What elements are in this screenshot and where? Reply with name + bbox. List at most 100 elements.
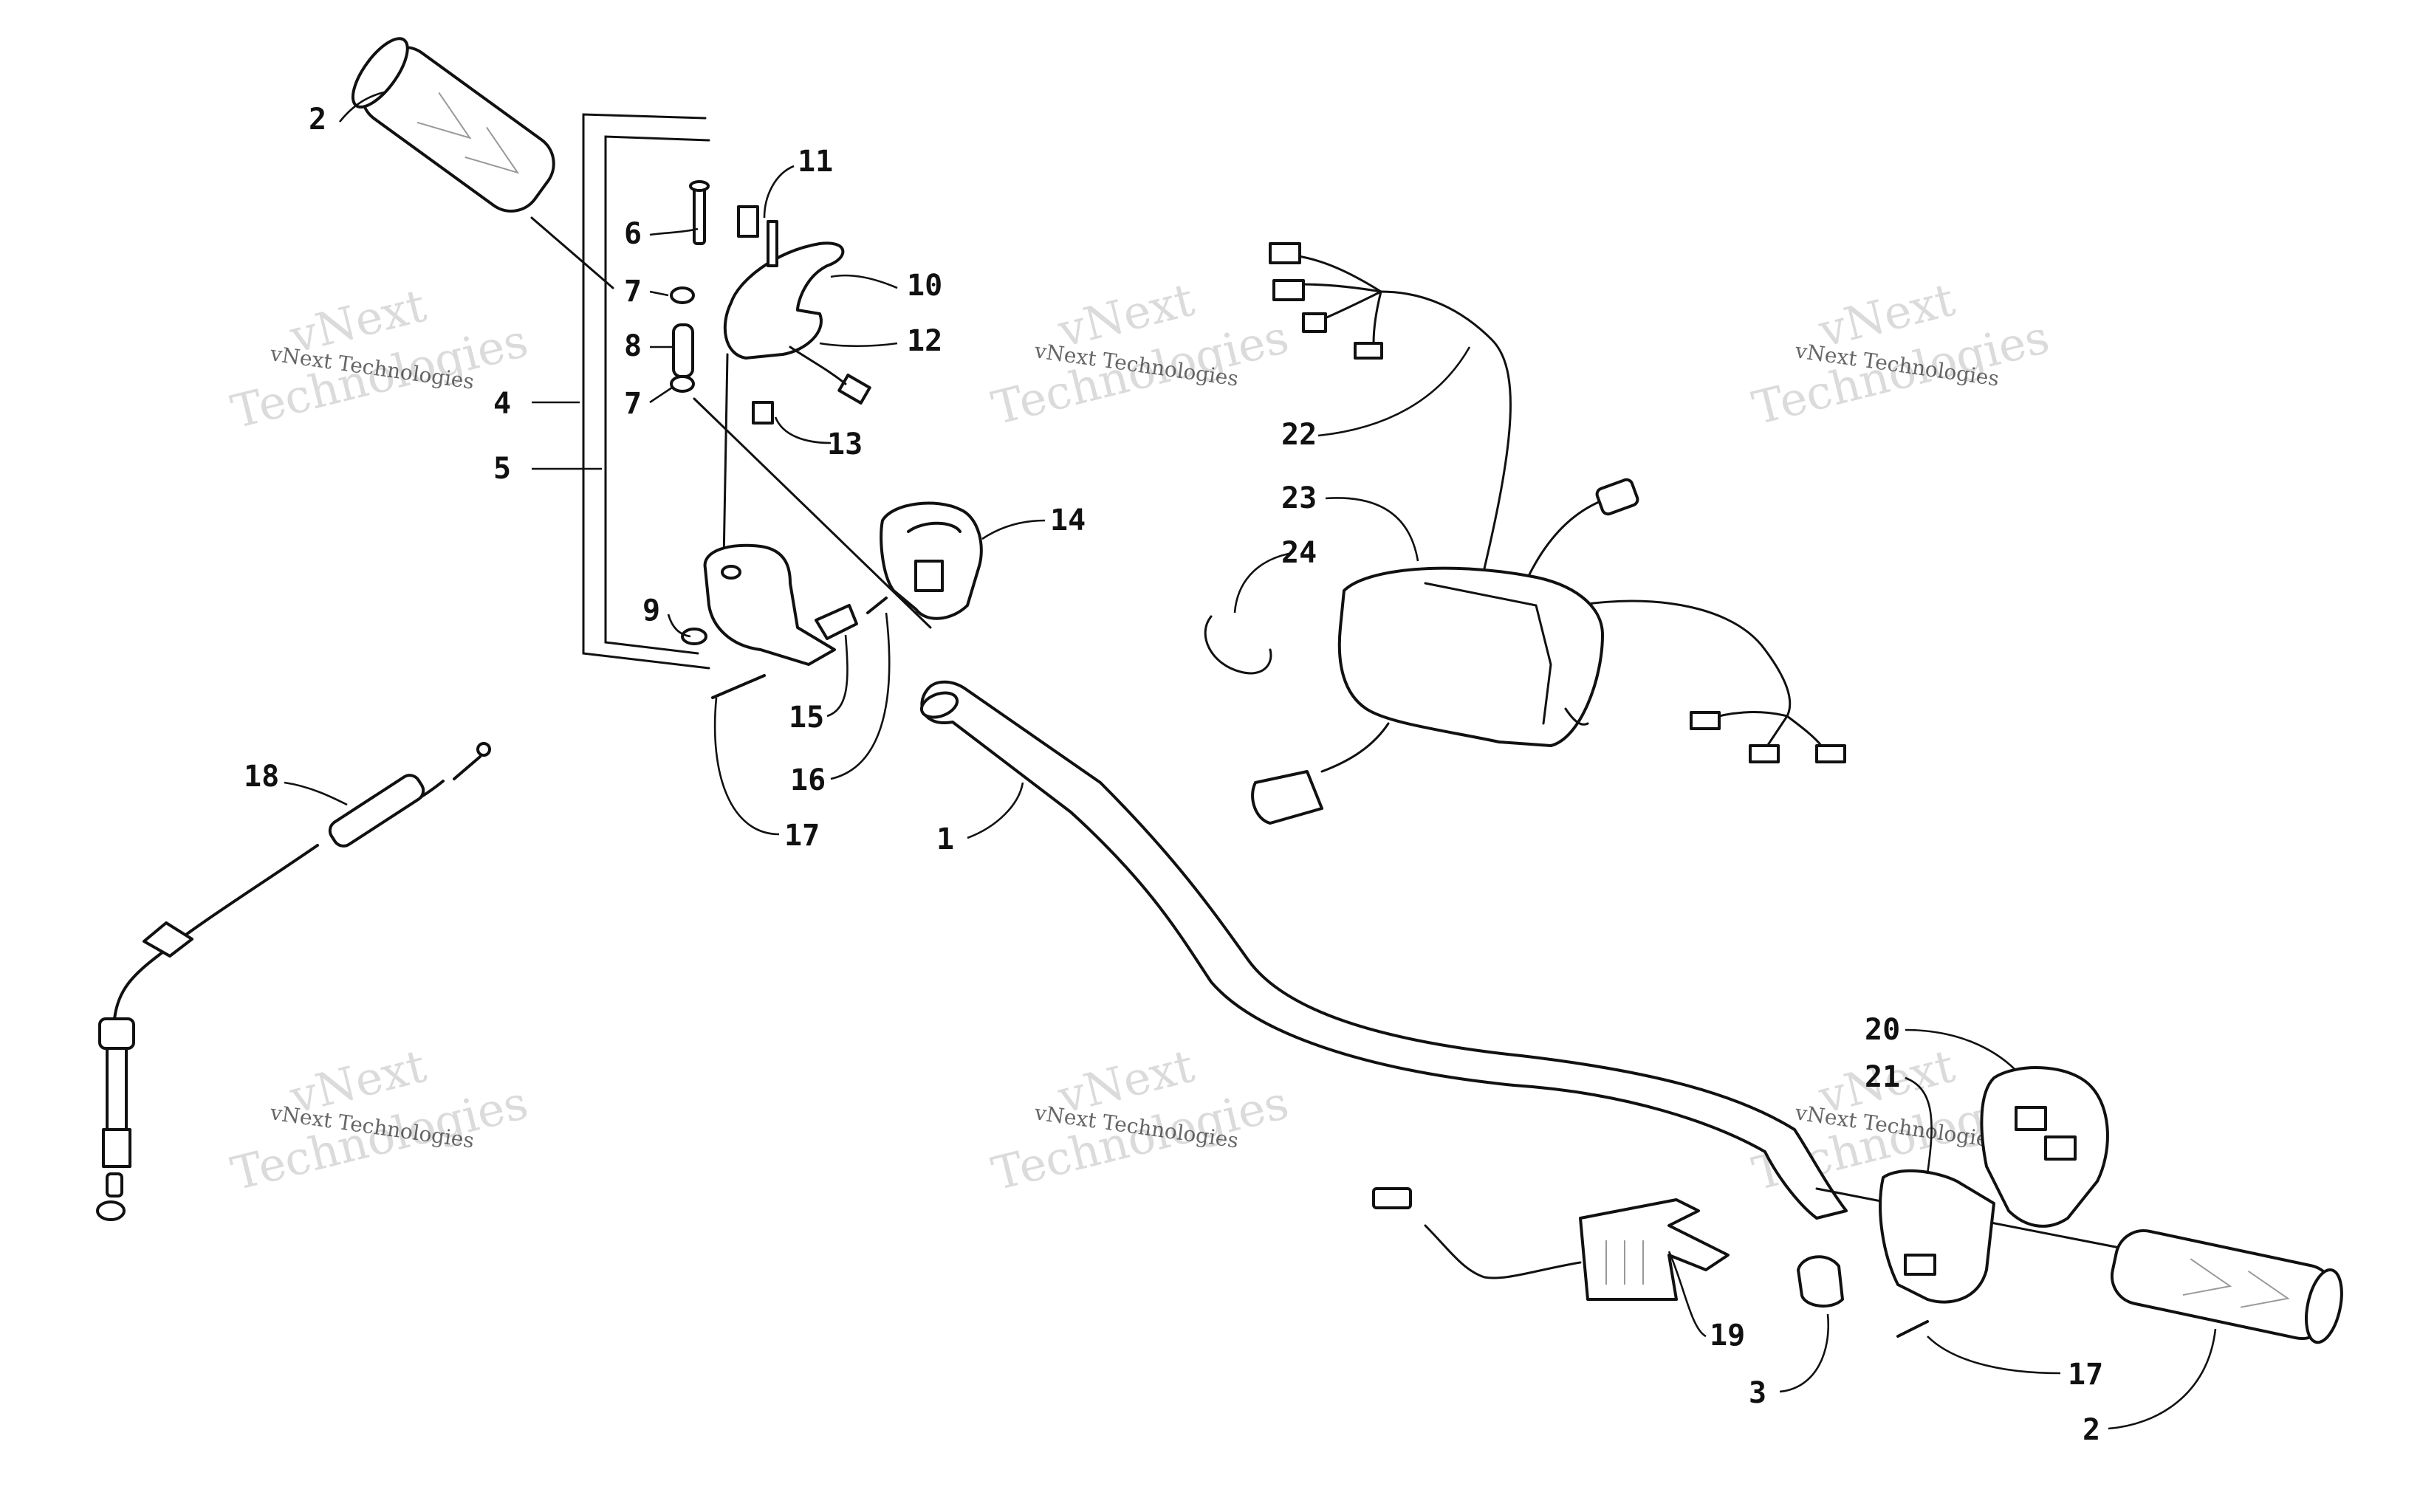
throttle-cable (96, 742, 491, 1221)
callout-13: 13 (827, 427, 863, 461)
leader-1 (967, 782, 1024, 839)
callout-17-left: 17 (784, 819, 820, 853)
heater-pad (1579, 1198, 1730, 1301)
cable-sleeve (328, 774, 425, 848)
callout-19: 19 (1710, 1319, 1745, 1353)
clip-15 (815, 604, 858, 640)
axis-line-pin (722, 353, 729, 563)
leader-12 (819, 342, 898, 348)
harness-wire-right (1542, 599, 1792, 718)
harness-lead-c (1317, 290, 1382, 323)
cable-ferrule (98, 1017, 135, 1050)
housing-14-switch (914, 560, 944, 592)
leader-17a (713, 697, 780, 836)
connector-23-bottom (1251, 770, 1323, 825)
leader-21 (1905, 1076, 1933, 1175)
leader-2a (338, 91, 385, 123)
callout-17-right: 17 (2068, 1358, 2103, 1392)
callout-21: 21 (1865, 1060, 1900, 1094)
harness-wire-22 (1379, 290, 1512, 570)
callout-7-bottom: 7 (624, 387, 642, 421)
brake-lever-10 (723, 241, 845, 360)
housing-21-switch (1904, 1254, 1936, 1276)
leader-19 (1667, 1251, 1707, 1338)
harness-lead-b (1298, 283, 1382, 293)
housing-14-detail (907, 521, 962, 533)
callout-5: 5 (493, 452, 511, 486)
screw-17-right (1896, 1320, 1929, 1338)
leader-6 (649, 227, 699, 236)
bracket-outer (582, 113, 710, 670)
leader-2b (2108, 1328, 2217, 1430)
leader-16 (830, 612, 891, 780)
watermark-bottom-center: vNext Technologies vNext Technologies (987, 1039, 1294, 1201)
connector-r2 (1749, 744, 1780, 763)
leader-7b (649, 386, 673, 404)
screw-16 (866, 597, 888, 614)
callout-18: 18 (244, 760, 279, 794)
callout-24: 24 (1281, 536, 1317, 570)
harness-lead-d (1372, 290, 1382, 345)
callout-23: 23 (1281, 481, 1317, 515)
leader-14 (981, 519, 1046, 540)
housing-20-switch-b (2044, 1135, 2077, 1161)
callout-22: 22 (1281, 418, 1317, 452)
bracket-group-4-5 (582, 113, 710, 670)
handlebar-end (919, 691, 959, 719)
wiring-harness (1204, 242, 1846, 825)
grip-texture (417, 92, 520, 174)
connector-r3 (1815, 744, 1846, 763)
connector-22c (1302, 312, 1327, 333)
leader-13 (774, 416, 832, 444)
leader-9 (667, 614, 691, 638)
heater-connector (1372, 1187, 1412, 1209)
watermark-bottom-left: vNext Technologies vNext Technologies (226, 1039, 533, 1201)
connector-22a (1269, 242, 1301, 264)
leader-3 (1779, 1313, 1830, 1393)
cable-end-ball (476, 742, 491, 757)
watermark-top-right: vNext Technologies vNext Technologies (1747, 272, 2054, 436)
housing-20-switch (2015, 1106, 2047, 1131)
left-switch-housing (681, 543, 888, 699)
leader-24 (1233, 552, 1289, 614)
leader-15 (826, 634, 849, 718)
callout-9: 9 (642, 594, 660, 628)
leader-23 (1325, 497, 1419, 562)
harness-box-edge (1424, 582, 1552, 725)
housing-21 (1879, 1169, 1995, 1304)
clip-11 (737, 205, 759, 238)
callout-2-bottom: 2 (2083, 1413, 2100, 1447)
leader-17b (1927, 1336, 2061, 1375)
heater-element-19 (1372, 1187, 1730, 1301)
callout-16: 16 (790, 763, 826, 797)
cable-end (106, 1172, 123, 1197)
connector-22d (1354, 342, 1383, 360)
leader-18 (284, 781, 348, 806)
harness-box-notch (1564, 707, 1589, 726)
harness-wire-upper (1527, 501, 1600, 577)
pin-6 (693, 183, 706, 245)
washer-9 (681, 628, 707, 645)
callout-labels: 1 2 2 3 4 5 6 7 7 8 9 10 11 12 13 14 15 … (244, 103, 2103, 1447)
callout-7-top: 7 (624, 275, 642, 309)
leader-7a (649, 290, 669, 297)
wire-12 (789, 346, 847, 385)
bracket-inner (604, 135, 710, 655)
cable-barrel (96, 1200, 126, 1221)
callout-1: 1 (936, 822, 954, 856)
callout-15: 15 (789, 701, 824, 735)
switch-wire-11 (767, 220, 778, 267)
screw-17-left (711, 674, 766, 699)
callout-2-top: 2 (309, 103, 326, 137)
housing-hole (721, 565, 741, 580)
leader-10 (830, 274, 898, 289)
end-cap-3 (1797, 1255, 1844, 1308)
connector-r1 (1690, 711, 1721, 730)
pin-6-head (689, 180, 710, 192)
washer-7-bottom (670, 375, 695, 393)
callout-10: 10 (907, 269, 942, 303)
handlebar-tube (920, 680, 1848, 1220)
cable-housing (113, 844, 319, 1020)
connector-23-top (1595, 478, 1639, 516)
